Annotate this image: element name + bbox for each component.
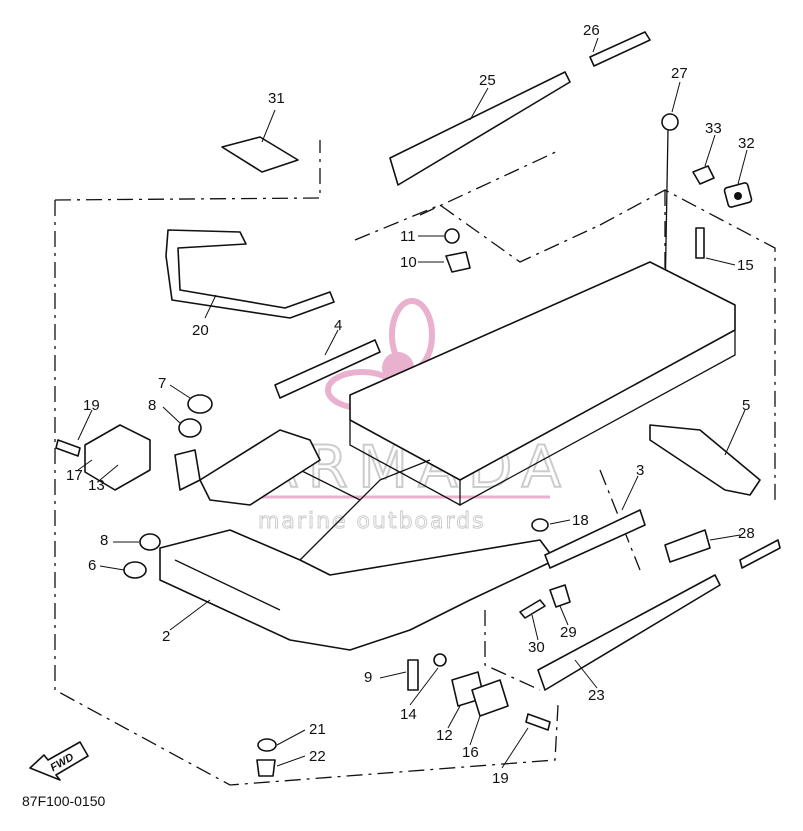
callout-31: 31 [268,90,285,107]
callout-28: 28 [738,525,755,542]
callout-numbers: 31 26 25 27 33 32 11 10 15 20 4 7 8 19 1… [66,22,755,787]
part-6-bushing [123,561,147,579]
callout-8: 8 [148,397,156,414]
part-8-bushing [178,418,202,438]
part-33-grommet [692,165,715,185]
callout-27: 27 [671,65,688,82]
callout-22: 22 [309,748,326,765]
assembly-boundary [54,140,776,786]
watermark-tagline: marine outboards [258,509,486,534]
callout-30: 30 [528,639,545,656]
part-14-washer [433,653,447,667]
part-19-screw-right [525,713,551,731]
callout-25: 25 [479,72,496,89]
callout-10: 10 [400,254,417,271]
callout-4: 4 [334,317,342,334]
part-7-bushing [187,394,213,414]
callout-14: 14 [400,706,417,723]
part-27-cap [661,113,679,131]
part-28-sheet [664,529,711,563]
callout-19: 19 [83,397,100,414]
fwd-direction-badge: FWD [29,741,89,781]
part-23-running-board [537,574,721,691]
callout-32: 32 [738,135,755,152]
callout-8-lower: 8 [100,532,108,549]
callout-9: 9 [364,669,372,686]
part-5-rail [649,424,761,496]
callout-15: 15 [737,257,754,274]
callout-6: 6 [88,557,96,574]
part-31-label [221,136,299,173]
part-29-clip [549,584,571,608]
callout-26: 26 [583,22,600,39]
callout-20: 20 [192,322,209,339]
callout-19-lower: 19 [492,770,509,787]
part-25-side-cover [389,71,571,186]
callout-17: 17 [66,467,83,484]
callout-11: 11 [400,228,416,245]
part-16-mount [471,679,509,717]
part-22-plug [256,759,276,777]
callout-12: 12 [436,727,453,744]
part-20-bumper [165,229,335,319]
part-8-bushing-lower [139,533,161,551]
callout-23: 23 [588,687,605,704]
part-15-bolt [695,227,705,259]
part-17-mount-pad [84,424,151,491]
part-4-bracket [274,339,381,399]
callout-2: 2 [162,628,170,645]
part-26-strip [589,31,651,67]
drawing-code: 87F100-0150 [22,793,106,809]
part-9-bolt [407,659,419,691]
part-3-plate [544,509,646,569]
parts [55,31,781,777]
callout-5: 5 [742,397,750,414]
part-2-lower-frame [159,529,556,651]
leader-lines [77,37,748,769]
fwd-arrow-icon [29,741,89,781]
part-30-screw [519,599,546,619]
callout-29: 29 [560,624,577,641]
part-11-nut [444,228,460,244]
front-crossmember [199,429,321,506]
callout-16: 16 [462,744,479,761]
part-10-bracket [445,251,471,273]
callout-3: 3 [636,462,644,479]
part-19-screw-left [55,439,81,457]
side-strip-right [739,539,781,569]
callout-13: 13 [88,477,105,494]
steering-post [174,449,201,491]
callout-33: 33 [705,120,722,137]
callout-7: 7 [158,375,166,392]
callout-18: 18 [572,512,589,529]
part-18-grommet [531,518,549,532]
callout-21: 21 [309,721,326,738]
part-21-cap [257,738,277,752]
